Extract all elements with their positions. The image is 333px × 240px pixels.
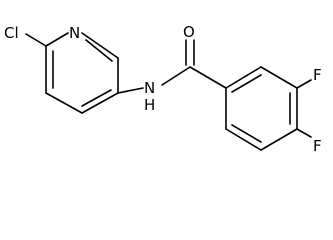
bond-b1-b2 bbox=[225, 66, 262, 89]
bonds bbox=[25, 32, 312, 151]
atom-fluorine-4: F bbox=[313, 137, 322, 155]
bond-carbonyl-aryl bbox=[189, 66, 227, 89]
bond-b4-b5 bbox=[260, 128, 298, 151]
bond-nh-carbonyl bbox=[161, 66, 191, 86]
bond-c3-c4 bbox=[81, 92, 119, 114]
atom-labels: Cl N N H O F F bbox=[4, 23, 322, 155]
bond-c6-n1 bbox=[45, 32, 69, 47]
bond-b3-f bbox=[296, 79, 312, 89]
atom-amide-hydrogen: H bbox=[144, 96, 155, 114]
bond-n1-c2-inner bbox=[85, 39, 113, 62]
atom-amide-nitrogen: N bbox=[144, 79, 155, 97]
bond-c3-c4-inner bbox=[81, 89, 112, 107]
bond-b5-b6 bbox=[225, 128, 262, 151]
atom-carbonyl-oxygen: O bbox=[183, 23, 195, 41]
bond-b5-b6-inner bbox=[231, 124, 262, 143]
bond-b1-b2-inner bbox=[231, 74, 262, 93]
structure-diagram: Cl N N H O F F bbox=[4, 23, 322, 155]
atom-fluorine-3: F bbox=[313, 66, 322, 84]
bond-b2-b3 bbox=[260, 66, 298, 89]
atom-pyridine-nitrogen: N bbox=[69, 24, 80, 42]
atom-chlorine: Cl bbox=[4, 24, 19, 42]
bond-c3-nh bbox=[117, 87, 144, 94]
bond-c6-cl bbox=[25, 33, 47, 47]
bond-b4-f bbox=[296, 128, 312, 138]
bond-n1-c2 bbox=[81, 32, 119, 59]
bond-c4-c5 bbox=[45, 92, 83, 114]
